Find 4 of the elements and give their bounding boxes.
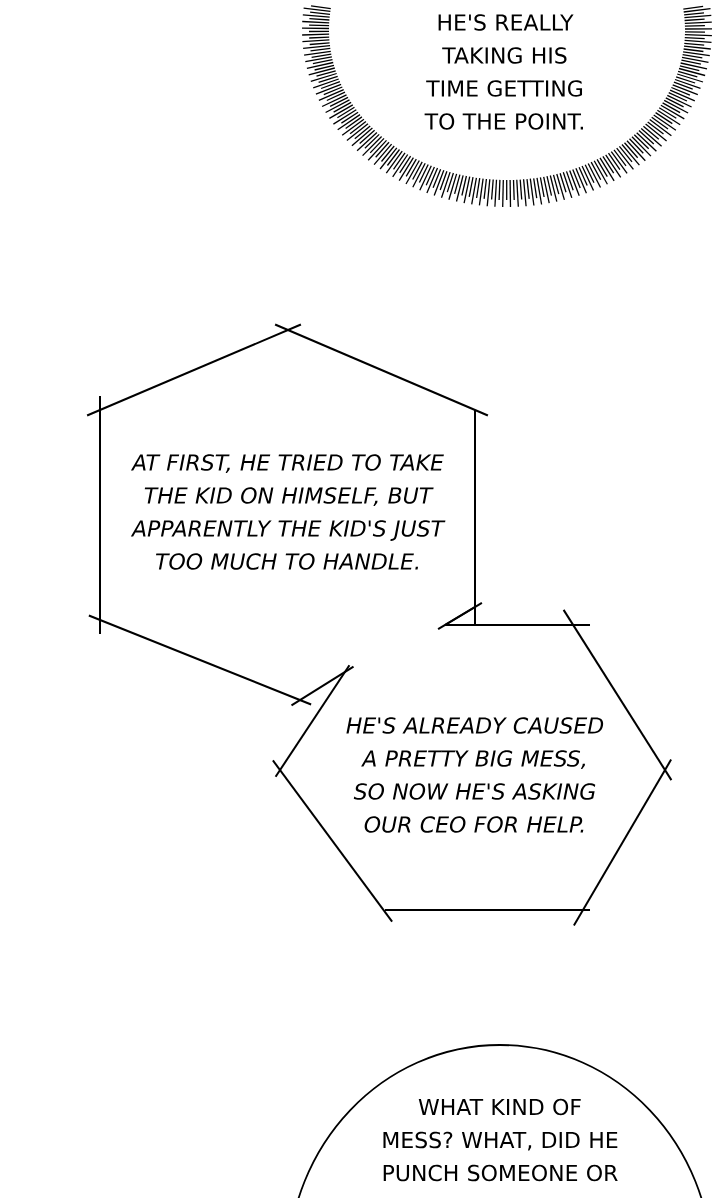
speech-bubble: WHAT KIND OF MESS? WHAT, DID HE PUNCH SOMEONE OR [287,1044,713,1198]
speech-bubble: AT FIRST, HE TRIED TO TAKE THE KID ON HIMSELF, BUT APPARENTLY THE KID'S JUST TOO MUCH TO HANDLE. [86,323,489,707]
burst-bubble: HE'S REALLY TAKING HIS TIME GETTING TO THE POINT. [301,5,713,208]
speech-bubble: HE'S ALREADY CAUSED A PRETTY BIG MESS, SO NOW HE'S ASKING OUR CEO FOR HELP. [271,606,673,927]
